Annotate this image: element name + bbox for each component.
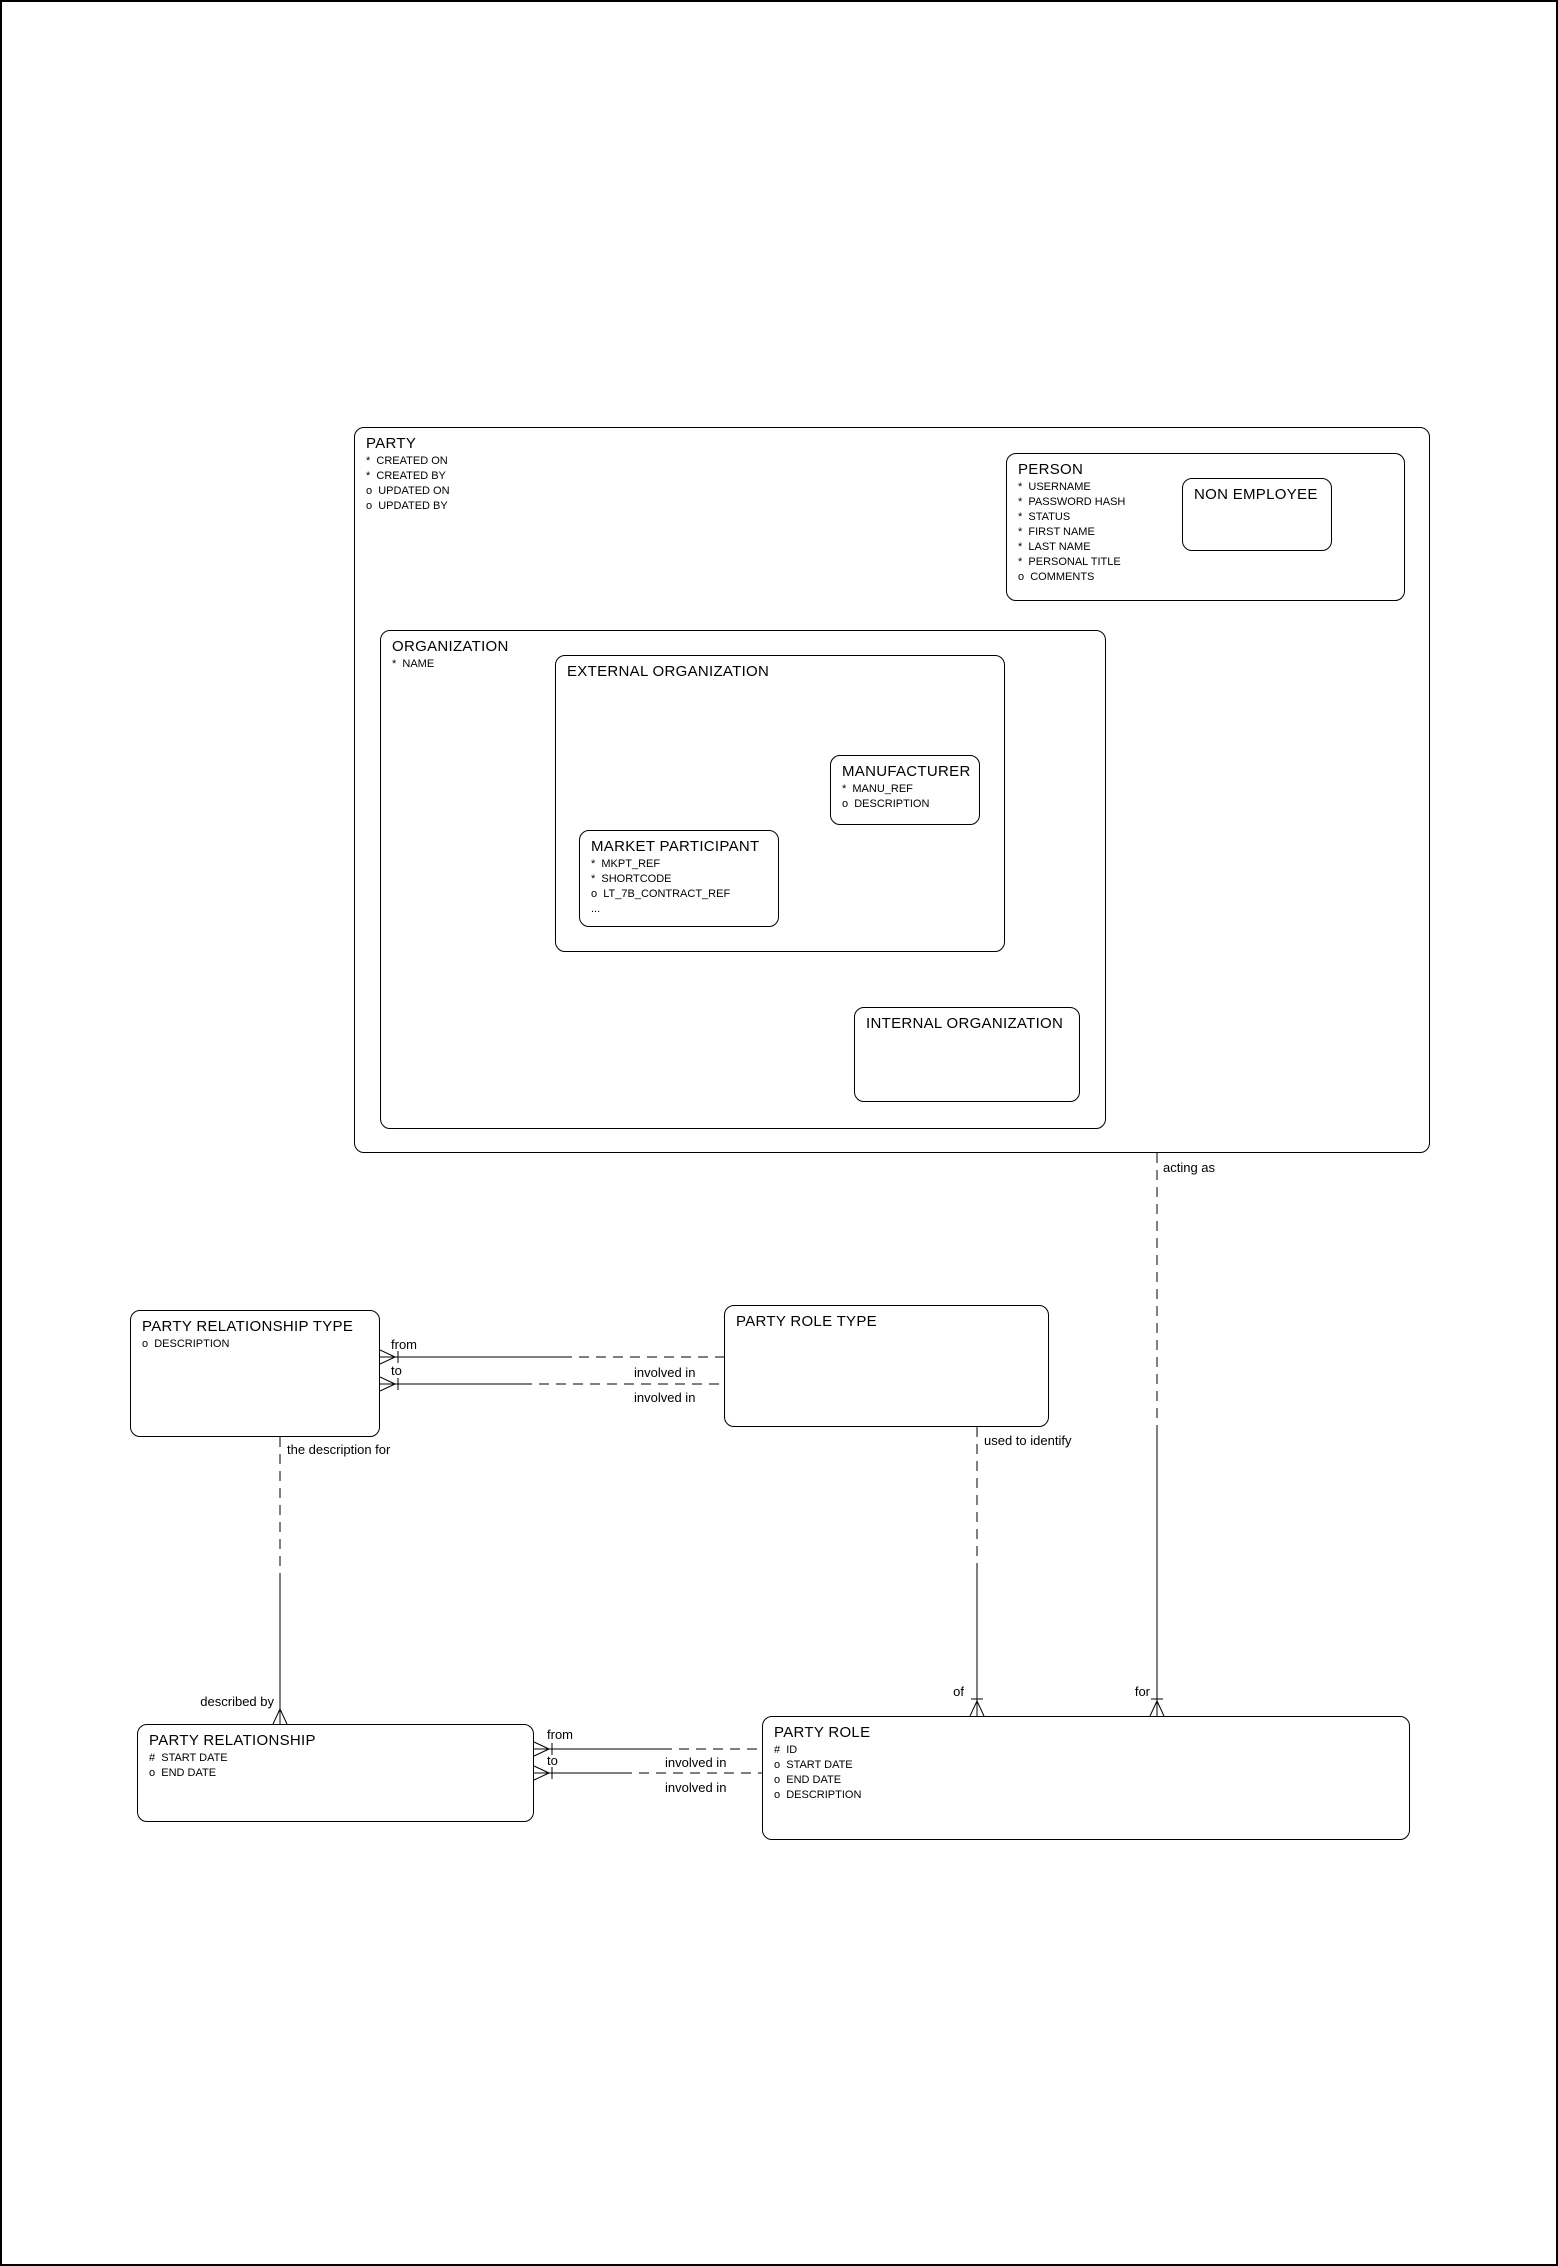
entity-attributes-party-relationship-type: o DESCRIPTION (142, 1338, 230, 1350)
connector-party-relationship-from-party-role (533, 1741, 762, 1757)
entity-manufacturer[interactable]: MANUFACTURER * MANU_REF o DESCRIPTION (830, 755, 980, 825)
connector-party-acting-as-party-role (1149, 1153, 1165, 1717)
entity-title-non-employee: NON EMPLOYEE (1194, 486, 1318, 503)
label-involved-in-role-type-to: involved in (634, 1390, 696, 1405)
label-involved-in-role-from: involved in (665, 1755, 727, 1770)
entity-attributes-manufacturer: * MANU_REF o DESCRIPTION (842, 783, 930, 810)
label-from-relationship-type: from (391, 1337, 417, 1352)
entity-internal-organization[interactable]: INTERNAL ORGANIZATION (854, 1007, 1080, 1102)
label-acting-as: acting as (1163, 1160, 1216, 1175)
entity-party-relationship-type[interactable]: PARTY RELATIONSHIP TYPE o DESCRIPTION (130, 1310, 380, 1437)
label-to-relationship: to (547, 1753, 558, 1768)
label-the-description-for: the description for (287, 1442, 391, 1457)
label-from-relationship: from (547, 1727, 573, 1742)
label-to-relationship-type: to (391, 1363, 402, 1378)
entity-party-relationship[interactable]: PARTY RELATIONSHIP # START DATE o END DA… (137, 1724, 534, 1822)
entity-attributes-person: * USERNAME * PASSWORD HASH * STATUS * FI… (1018, 481, 1126, 583)
entity-attributes-party-role: # ID o START DATE o END DATE o DESCRIPTI… (774, 1744, 862, 1801)
entity-title-party-role-type: PARTY ROLE TYPE (736, 1313, 877, 1330)
entity-title-person: PERSON (1018, 461, 1084, 478)
entity-attributes-party-relationship: # START DATE o END DATE (149, 1752, 228, 1779)
connector-prt-from-party-role-type (379, 1349, 724, 1365)
label-for: for (1134, 1684, 1150, 1699)
entity-title-organization: ORGANIZATION (392, 638, 509, 655)
connector-party-relationship-type-description-party-relationship (272, 1437, 288, 1725)
entity-title-market-participant: MARKET PARTICIPANT (591, 838, 760, 855)
label-involved-in-role-to: involved in (665, 1780, 727, 1795)
label-described-by: described by (200, 1694, 274, 1709)
label-of: of (953, 1684, 964, 1699)
entity-title-party: PARTY (366, 435, 417, 452)
entity-market-participant[interactable]: MARKET PARTICIPANT * MKPT_REF * SHORTCOD… (579, 830, 779, 927)
entity-person[interactable]: PERSON * USERNAME * PASSWORD HASH * STAT… (1006, 453, 1405, 601)
entity-title-party-relationship-type: PARTY RELATIONSHIP TYPE (142, 1318, 354, 1335)
entity-title-party-role: PARTY ROLE (774, 1724, 871, 1741)
connector-party-role-type-used-to-identify-party-role (969, 1427, 985, 1717)
label-involved-in-role-type-from: involved in (634, 1365, 696, 1380)
entity-party-role[interactable]: PARTY ROLE # ID o START DATE o END DATE … (762, 1716, 1410, 1840)
entity-party-role-type[interactable]: PARTY ROLE TYPE (724, 1305, 1049, 1427)
entity-non-employee[interactable]: NON EMPLOYEE (1182, 478, 1332, 551)
label-used-to-identify: used to identify (984, 1433, 1072, 1448)
entity-title-party-relationship: PARTY RELATIONSHIP (149, 1732, 316, 1749)
entity-title-external-organization: EXTERNAL ORGANIZATION (567, 663, 770, 680)
entity-attributes-organization: * NAME (392, 658, 435, 670)
entity-title-manufacturer: MANUFACTURER (842, 763, 971, 780)
entity-attributes-party: * CREATED ON * CREATED BY o UPDATED ON o… (366, 455, 450, 512)
connector-party-relationship-to-party-role (533, 1765, 762, 1781)
entity-title-internal-organization: INTERNAL ORGANIZATION (866, 1015, 1064, 1032)
entity-attributes-market-participant: * MKPT_REF * SHORTCODE o LT_7B_CONTRACT_… (591, 858, 731, 915)
